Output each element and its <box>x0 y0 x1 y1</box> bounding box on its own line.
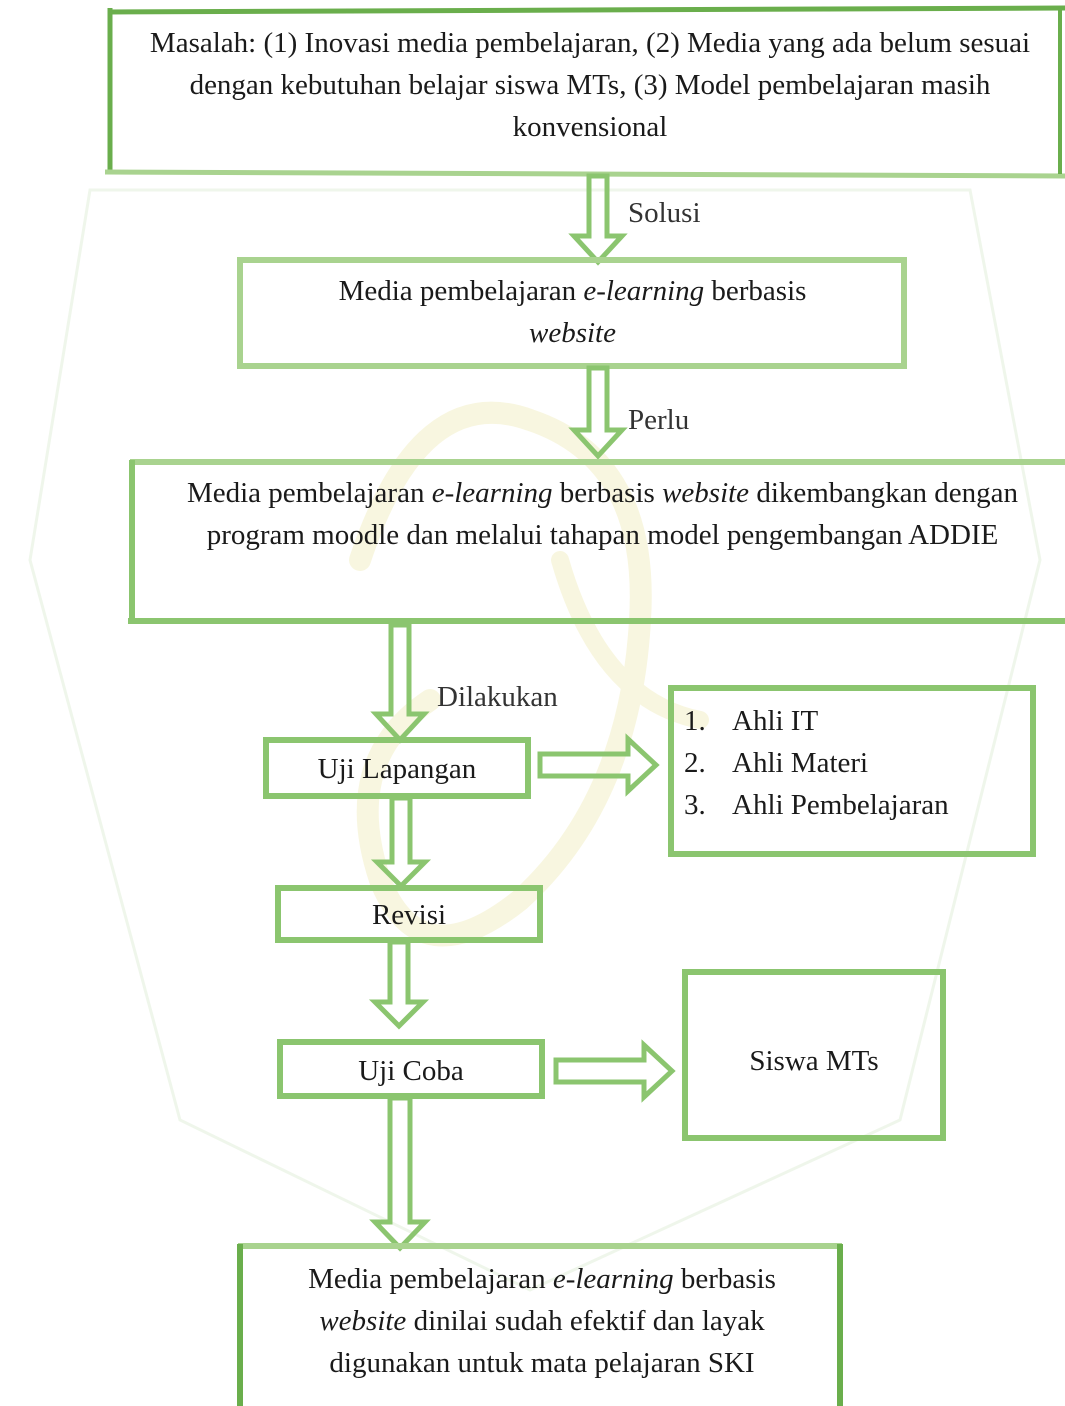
list-item: 3.Ahli Pembelajaran <box>684 789 949 821</box>
result-website-italic: website <box>319 1305 407 1337</box>
arrow-to-students <box>553 1039 676 1103</box>
problem-box: Masalah: (1) Inovasi media pembelajaran,… <box>130 22 1050 148</box>
development-website-italic: website <box>662 477 750 509</box>
arrow-solusi <box>568 173 628 266</box>
result-box-frame <box>237 1243 843 1406</box>
arrow-to-experts <box>537 733 660 797</box>
result-elearning-italic: e-learning <box>552 1263 674 1295</box>
arrow-to-uji-coba <box>368 939 430 1030</box>
arrow-to-result <box>369 1095 431 1252</box>
arrow-label-perlu: Perlu <box>628 404 690 436</box>
solution-box: Media pembelajaran e-learning berbasis w… <box>338 275 807 349</box>
solution-website-italic: website <box>529 317 616 349</box>
revision-box: Revisi <box>371 899 447 931</box>
result-box: Media pembelajaran e-learning berbasis w… <box>308 1263 776 1379</box>
list-item: 1.Ahli IT <box>684 705 819 737</box>
solution-elearning-italic: e-learning <box>583 275 705 307</box>
trial-box: Uji Coba <box>358 1055 464 1087</box>
watermark-seal <box>28 188 1042 1292</box>
experts-box-frame <box>668 685 1036 857</box>
development-box-frame <box>128 459 1065 624</box>
development-elearning-italic: e-learning <box>431 477 553 509</box>
field-test-box: Uji Lapangan <box>317 753 477 785</box>
development-box: Media pembelajaran e-learning berbasis w… <box>186 477 1019 551</box>
arrow-to-revisi <box>370 795 432 890</box>
list-item: 2.Ahli Materi <box>684 747 869 779</box>
arrow-label-dilakukan: Dilakukan <box>437 681 558 713</box>
arrow-perlu <box>568 365 628 460</box>
experts-list: 1.Ahli IT 2.Ahli Materi 3.Ahli Pembelaja… <box>684 700 1024 826</box>
students-box: Siswa MTs <box>749 1045 879 1077</box>
solution-box-frame <box>237 257 907 369</box>
arrow-dilakukan <box>370 622 430 744</box>
problem-text: Masalah: (1) Inovasi media pembelajaran,… <box>149 27 1031 143</box>
problem-box-frame <box>104 5 1065 179</box>
students-box-frame <box>682 969 946 1141</box>
arrow-label-solusi: Solusi <box>628 197 701 229</box>
